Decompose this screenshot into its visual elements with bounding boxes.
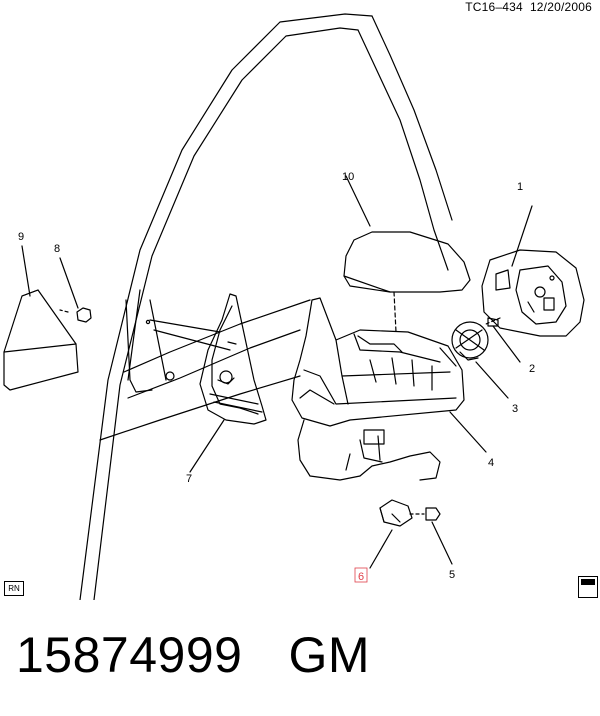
diagram-date: 12/20/2006 [529,0,592,14]
leader-lines [21,245,487,473]
part-7-sail-panel [199,293,267,425]
service-document-icon [578,576,598,598]
part-1-mirror-glass [481,205,585,337]
part-6-lamp [369,499,413,569]
callout-3: 3 [512,403,518,415]
part-2-screw [487,317,521,363]
callout-6: 6 [358,571,364,583]
callout-6-highlight [354,567,368,583]
parts-diagram: 10 1 9 8 2 3 4 7 5 6 [3,13,585,600]
callout-9: 9 [18,231,24,243]
door-frame [79,13,453,600]
brand-name: GM [288,627,371,683]
callout-10: 10 [342,171,354,183]
part-5-bulb [409,507,453,565]
wiring-harness [297,419,441,481]
part-9-insulator [3,289,79,391]
part-8-nut [59,307,92,323]
part-4-mirror-housing [291,297,465,427]
callout-8: 8 [54,243,60,255]
diagram-code: TC16–434 [465,0,523,14]
part-number: 15874999 [16,627,243,683]
part-10-mirror-cover [343,175,471,333]
part-info: 15874999 GM [16,626,370,684]
callout-1: 1 [517,181,523,193]
callout-2: 2 [529,363,535,375]
callout-7: 7 [186,473,192,485]
callout-4: 4 [488,457,494,469]
rn-badge: RN [4,581,24,596]
diagram-header: TC16–434 12/20/2006 [465,0,592,14]
part-3-motor [451,321,509,399]
callout-5: 5 [449,569,455,581]
